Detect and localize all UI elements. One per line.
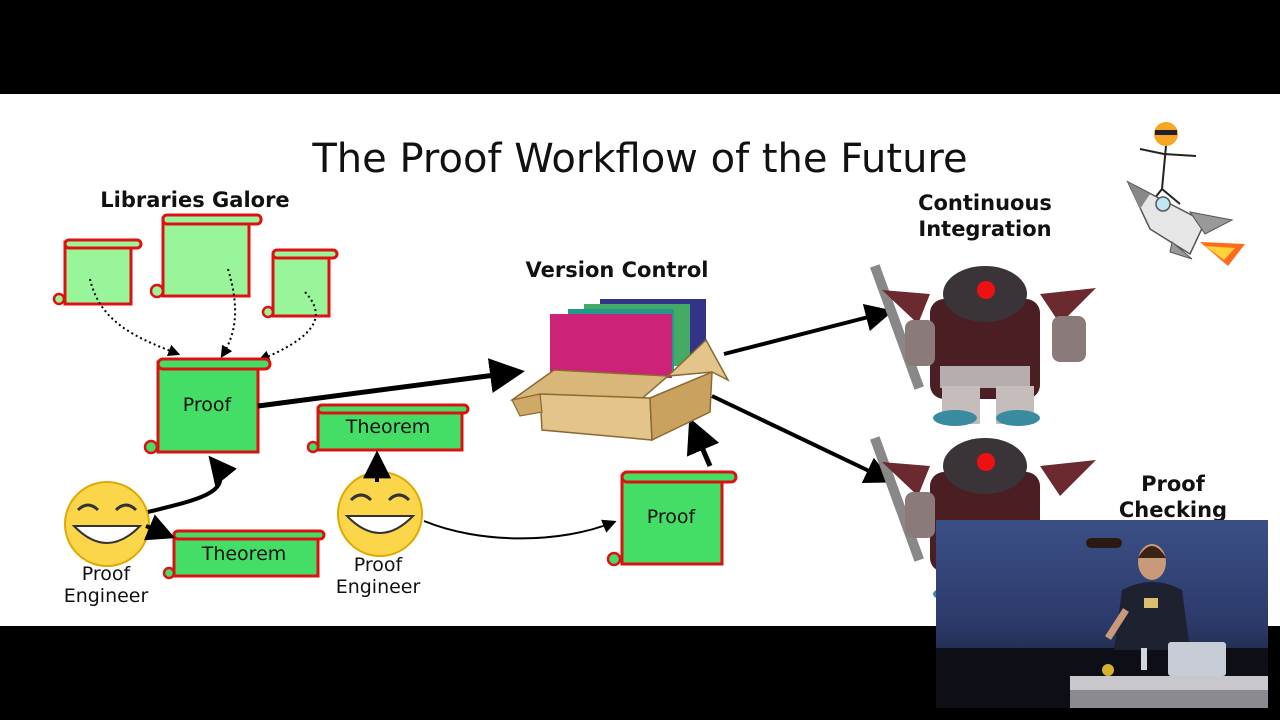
library-scroll-2 [149, 213, 263, 299]
ci-label: Continuous Integration [890, 190, 1080, 242]
theorem-scroll-center [306, 403, 470, 454]
ci-label-line2: Integration [918, 217, 1052, 241]
proof-label-left: Proof [182, 394, 232, 416]
speaker-video-frame [936, 538, 1268, 708]
engineer-left-line2: Engineer [63, 585, 149, 607]
library-scroll-3 [261, 248, 339, 319]
engineer-left-line1: Proof [81, 563, 131, 585]
proof-checking-line1: Proof [1141, 472, 1205, 496]
slide-title: The Proof Workflow of the Future [312, 136, 968, 182]
theorem-scroll-bottom [162, 529, 326, 580]
ci-label-line1: Continuous [918, 191, 1052, 215]
speaker-video-overlay[interactable] [936, 520, 1268, 708]
arrow-vcs-to-checking [711, 394, 894, 483]
theorem-label-center: Theorem [345, 416, 431, 438]
arrow-engineer-to-proof [147, 455, 237, 514]
proof-checking-label: Proof Checking [1100, 471, 1246, 523]
proof-checking-line2: Checking [1118, 498, 1228, 522]
engineer-label-center: Proof Engineer [312, 554, 444, 598]
arrow-proof-to-vcs [257, 358, 525, 409]
proof-label-right: Proof [646, 506, 696, 528]
grinning-face-icon-center [337, 471, 423, 557]
arrow-proof2-to-vcs [686, 417, 720, 467]
proof-scroll-left [143, 357, 272, 455]
arrow-vcs-to-ci [723, 303, 894, 356]
engineer-label-left: Proof Engineer [40, 563, 172, 607]
proof-scroll-right [606, 470, 738, 567]
version-control-box-icon [510, 299, 730, 442]
arrow-engineer2-to-proof [423, 519, 617, 540]
library-scroll-1 [52, 238, 143, 306]
arrow-engineer-to-theorem [143, 514, 176, 541]
libraries-label: Libraries Galore [100, 188, 290, 212]
ci-robot-icon [870, 264, 1096, 426]
library-arrow-2 [220, 268, 237, 359]
rocket-stick-figure-icon [1126, 122, 1245, 266]
library-arrow-1 [89, 278, 181, 357]
theorem-label-bottom: Theorem [201, 543, 287, 565]
library-arrow-3 [257, 291, 317, 362]
engineer-center-line1: Proof [353, 554, 403, 576]
engineer-center-line2: Engineer [335, 576, 421, 598]
grinning-face-icon-left [64, 481, 150, 567]
version-control-label: Version Control [525, 258, 709, 282]
